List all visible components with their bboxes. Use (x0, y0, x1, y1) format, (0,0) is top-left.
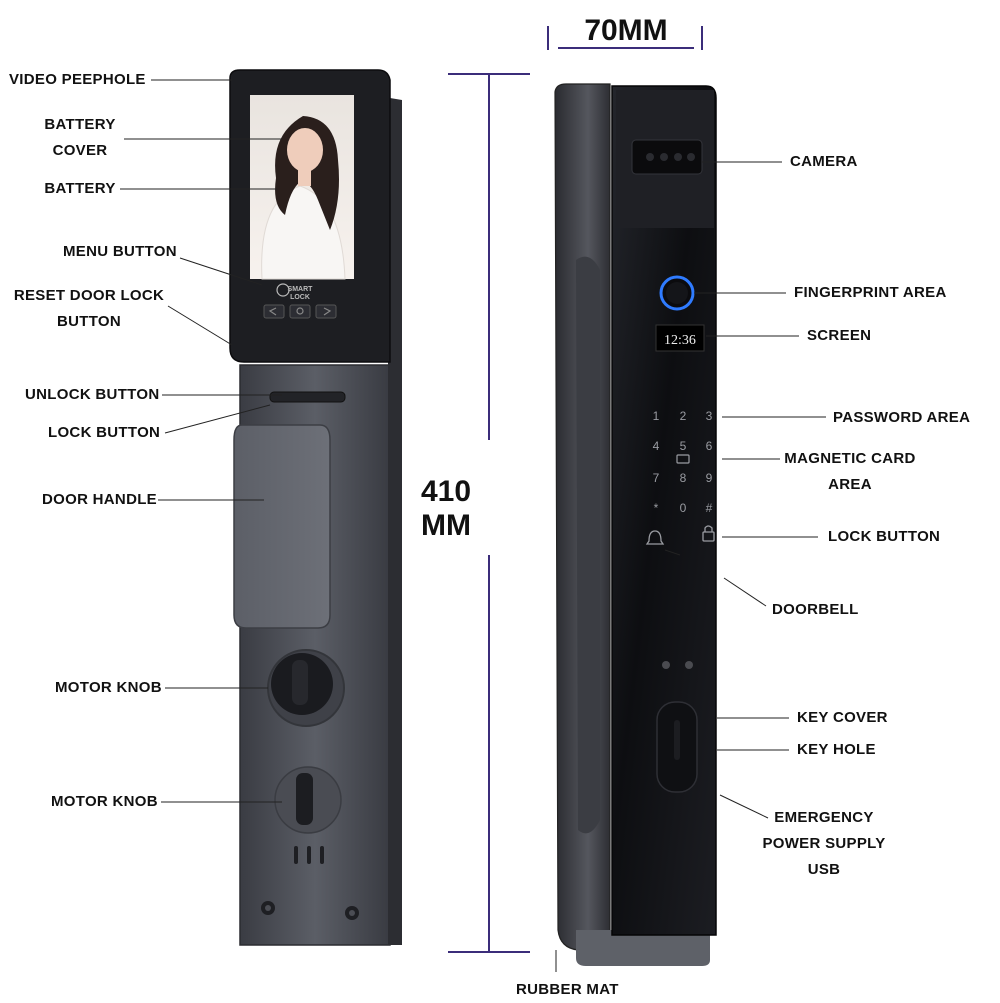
label-menu-button: MENU BUTTON (63, 243, 177, 260)
label-rubber-mat: RUBBER MAT (516, 981, 619, 998)
label-motor-knob-2: MOTOR KNOB (51, 793, 158, 810)
label-battery: BATTERY (44, 180, 116, 197)
lock-slider (269, 391, 346, 403)
label-fingerprint-area: FINGERPRINT AREA (794, 284, 947, 301)
label-magnetic-2: AREA (828, 476, 872, 493)
label-unlock-button: UNLOCK BUTTON (25, 386, 160, 403)
label-doorbell: DOORBELL (772, 601, 859, 618)
bell-icon (645, 530, 665, 545)
label-reset-2: BUTTON (56, 313, 122, 330)
indoor-lock-unit: SMART LOCK (229, 69, 402, 946)
keypad-key: 1 (653, 409, 660, 423)
keypad-key: 8 (680, 471, 687, 485)
dimension-lines (448, 26, 703, 953)
keypad-key: 4 (653, 439, 660, 453)
fingerprint-logo-icon (276, 283, 290, 297)
label-emergency-2: POWER SUPPLY (762, 835, 886, 852)
label-battery-cover-1: BATTERY (44, 116, 116, 133)
label-lock-button-left: LOCK BUTTON (48, 424, 161, 441)
keypad-key: 5 (680, 439, 687, 453)
logo-line1: SMART (288, 286, 314, 293)
label-camera: CAMERA (790, 153, 858, 170)
label-emergency-1: EMERGENCY (774, 809, 874, 826)
portrait-image (261, 116, 346, 280)
leader-lines (120, 79, 826, 972)
keypad-key: 6 (706, 439, 713, 453)
clock-screen (655, 324, 705, 352)
keypad: 1 2 3 4 5 6 7 8 9 * 0 # (653, 409, 713, 515)
outdoor-lock-unit: 12:36 1 2 3 4 5 6 7 8 9 * 0 # (554, 83, 717, 966)
label-door-handle: DOOR HANDLE (42, 491, 157, 508)
label-key-hole: KEY HOLE (797, 741, 876, 758)
card-icon (676, 454, 690, 464)
label-battery-cover-2: COVER (52, 142, 108, 159)
lock-icon (702, 531, 715, 542)
keypad-key: 3 (706, 409, 713, 423)
label-reset-1: RESET DOOR LOCK (13, 287, 165, 304)
label-motor-knob-1: MOTOR KNOB (55, 679, 162, 696)
label-password-area: PASSWORD AREA (833, 409, 971, 426)
keypad-key: 9 (706, 471, 713, 485)
width-dimension: 70MM (584, 14, 668, 47)
keypad-key: # (706, 501, 713, 515)
height-unit: MM (421, 509, 471, 542)
center-button (289, 304, 311, 319)
label-key-cover: KEY COVER (797, 709, 888, 726)
right-arrow-button (315, 304, 337, 319)
door-handle (233, 424, 331, 629)
keypad-key: 0 (680, 501, 687, 515)
label-screen: SCREEN (807, 327, 872, 344)
clock-text: 12:36 (664, 333, 696, 348)
keypad-key: 2 (680, 409, 687, 423)
label-lock-button-right: LOCK BUTTON (828, 528, 941, 545)
height-value: 410 (420, 475, 472, 508)
keypad-key: 7 (653, 471, 660, 485)
logo-line2: LOCK (290, 294, 310, 301)
left-arrow-button (263, 304, 285, 319)
label-magnetic-1: MAGNETIC CARD (784, 450, 916, 467)
label-video-peephole: VIDEO PEEPHOLE (9, 71, 146, 88)
key-hole (674, 720, 680, 760)
keypad-key: * (654, 501, 659, 515)
label-emergency-3: USB (807, 861, 841, 878)
